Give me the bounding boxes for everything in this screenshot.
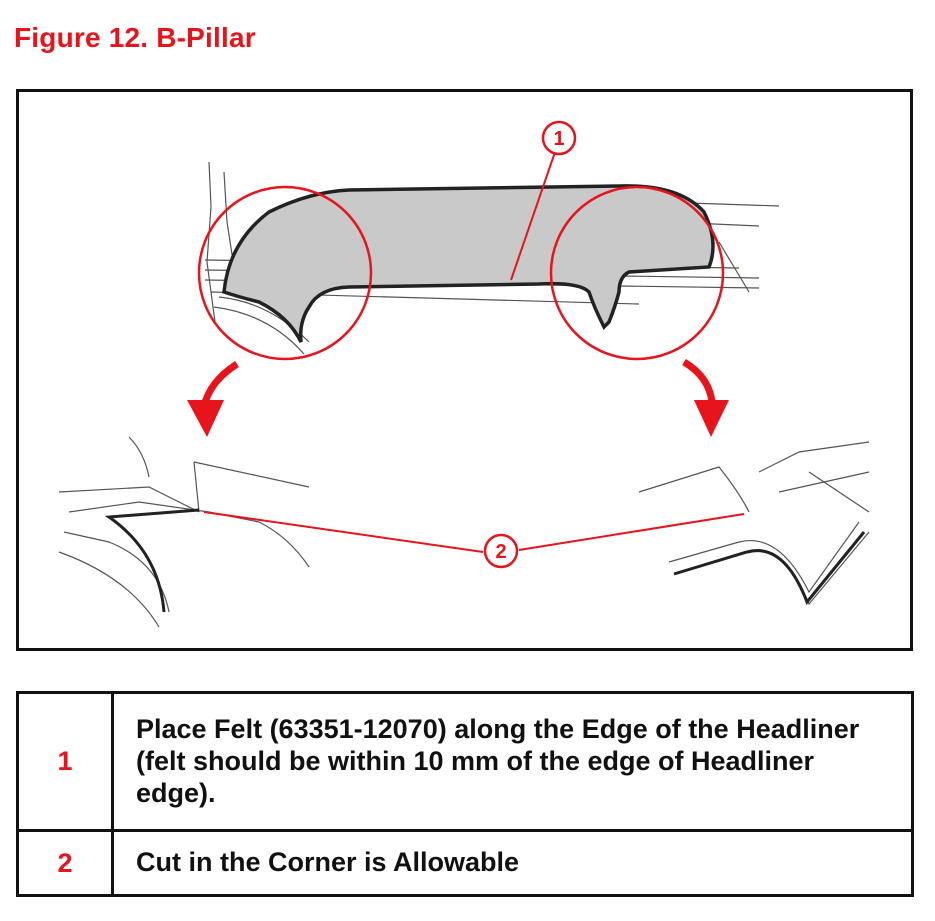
- callout-1-circle: [541, 120, 577, 156]
- callout-2-leader-right: [518, 513, 745, 551]
- right-arrow-head: [694, 400, 729, 437]
- legend-row-text: Place Felt (63351-12070) along the Edge …: [111, 690, 914, 833]
- headliner-felt-area: [222, 184, 715, 343]
- callout-2-circle: [483, 533, 519, 569]
- callout-2-label: 2: [495, 541, 506, 563]
- right-detail-circle: [549, 185, 725, 361]
- left-arrow-head: [187, 400, 224, 437]
- right-arrow-curve: [682, 358, 716, 403]
- legend-row-number: 1: [16, 690, 114, 833]
- callout-2-leader-left: [203, 511, 484, 553]
- legend-row: 1 Place Felt (63351-12070) along the Edg…: [16, 690, 914, 833]
- legend-row-text: Cut in the Corner is Allowable: [111, 829, 914, 897]
- legend-table: 1 Place Felt (63351-12070) along the Edg…: [16, 690, 914, 897]
- b-pillar-illustration: 1 2: [58, 120, 870, 628]
- figure-title: Figure 12. B-Pillar: [14, 22, 256, 53]
- callout-1-label: 1: [553, 128, 564, 150]
- legend-row-number: 2: [16, 829, 114, 897]
- left-cut-edge: [104, 508, 200, 613]
- figure-illustration-frame: 1 2: [16, 89, 913, 651]
- right-cut-edge: [673, 531, 866, 605]
- lower-detail-linework: [58, 436, 870, 628]
- left-detail-circle: [197, 185, 373, 361]
- legend-row: 2 Cut in the Corner is Allowable: [16, 829, 914, 897]
- callout-1-leader: [510, 151, 556, 281]
